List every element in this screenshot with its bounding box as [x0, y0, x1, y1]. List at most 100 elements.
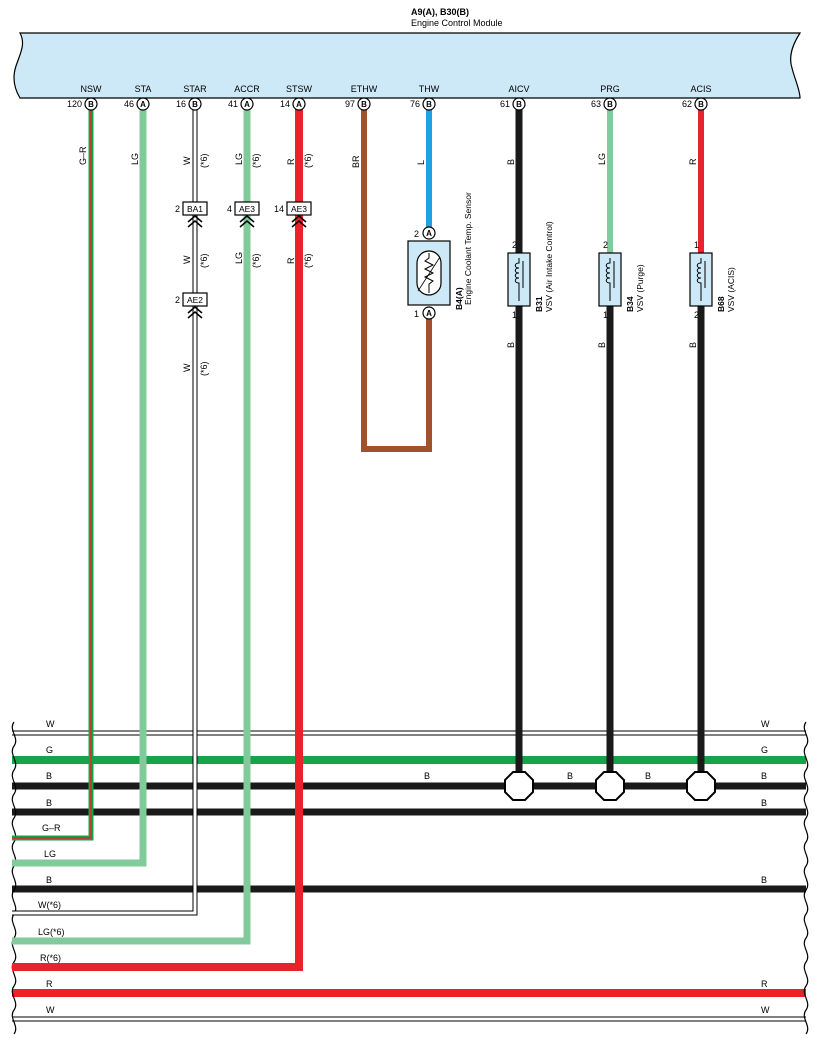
wire-ethw [361, 103, 432, 452]
vsv-acis: 1 2 B68 VSV (ACIS) [689, 240, 736, 320]
ecm-body [13, 32, 802, 99]
bus-label-lg6: LG(*6) [38, 927, 65, 937]
svg-text:14: 14 [280, 99, 290, 109]
vsv-acis-name: VSV (ACIS) [726, 267, 736, 312]
pin-aicv: 61 B [500, 97, 526, 111]
bus-label-w-top-left: W [46, 719, 55, 729]
wire-label-nsw: G–R [78, 146, 88, 165]
svg-text:120: 120 [67, 99, 82, 109]
svg-text:B: B [698, 100, 704, 109]
wire-note-star-2: (*6) [199, 253, 209, 268]
wire-star [12, 103, 198, 916]
wire-label-stsw-2: R [286, 257, 296, 264]
bus-label-b3-left: B [46, 875, 52, 885]
bus-label-r-right: R [761, 979, 768, 989]
svg-text:46: 46 [124, 99, 134, 109]
coolant-temp-sensor: 2 A 1 A B4(A) Engine Coolant Temp. Senso… [407, 192, 473, 320]
svg-text:B: B [88, 100, 94, 109]
pin-label-star: STAR [183, 84, 207, 94]
vsv-aicv-name: VSV (Air Intake Control) [544, 221, 554, 312]
wire-label-prg-2: B [597, 342, 607, 348]
svg-text:2: 2 [603, 240, 608, 250]
pin-label-sta: STA [135, 84, 152, 94]
svg-text:AE3: AE3 [239, 204, 255, 214]
svg-text:AE3: AE3 [291, 204, 307, 214]
pin-ethw: 97 B [345, 97, 371, 111]
bus-label-gr: G–R [42, 823, 61, 833]
svg-text:76: 76 [410, 99, 420, 109]
svg-text:4: 4 [227, 204, 232, 214]
bus-label-b1-right: B [761, 771, 767, 781]
svg-text:1: 1 [414, 309, 419, 319]
pin-label-stsw: STSW [286, 84, 313, 94]
svg-text:1: 1 [694, 240, 699, 250]
pin-accr: 41 A [228, 97, 254, 111]
wire-note-stsw-1: (*6) [303, 153, 313, 168]
connector-ae3-stsw: 14 AE3 [274, 201, 312, 228]
sensor-code: B4(A) [454, 287, 464, 310]
svg-text:2: 2 [694, 310, 699, 320]
svg-text:A: A [296, 100, 302, 109]
pin-sta: 46 A [124, 97, 150, 111]
pin-label-accr: ACCR [234, 84, 260, 94]
wire-label-star-3: W [182, 363, 192, 372]
svg-text:A: A [426, 309, 432, 318]
svg-text:2: 2 [175, 204, 180, 214]
svg-text:B: B [361, 100, 367, 109]
svg-text:16: 16 [176, 99, 186, 109]
pin-label-aicv: AICV [508, 84, 529, 94]
vsv-prg-code: B34 [625, 296, 635, 312]
svg-text:63: 63 [591, 99, 601, 109]
wire-label-stsw-1: R [286, 158, 296, 165]
bus-label-b1-mid: B [424, 771, 430, 781]
wire-label-accr-2: LG [234, 252, 244, 264]
wire-note-stsw-2: (*6) [303, 253, 313, 268]
bus-label-lg: LG [44, 849, 56, 859]
wire-label-thw: L [416, 160, 426, 165]
wire-label-aicv-1: B [506, 159, 516, 165]
svg-text:14: 14 [274, 204, 284, 214]
svg-text:1: 1 [512, 310, 517, 320]
pin-label-prg: PRG [600, 84, 620, 94]
wire-label-accr-1: LG [234, 153, 244, 165]
svg-text:97: 97 [345, 99, 355, 109]
wire-note-accr-1: (*6) [251, 153, 261, 168]
svg-text:A: A [426, 229, 432, 238]
svg-text:2: 2 [175, 295, 180, 305]
bus-label-w-bot-left: W [46, 1005, 55, 1015]
bus-label-b1-mid2: B [567, 771, 573, 781]
wire-label-star-2: W [182, 255, 192, 264]
vsv-acis-code: B68 [716, 296, 726, 312]
bus-label-w-bot-right: W [761, 1005, 770, 1015]
svg-text:2: 2 [512, 240, 517, 250]
connector-ae2: 2 AE2 [175, 292, 208, 319]
svg-text:1: 1 [603, 310, 608, 320]
bus-label-b2-left: B [46, 798, 52, 808]
pin-label-thw: THW [419, 84, 440, 94]
pin-label-acis: ACIS [690, 84, 711, 94]
svg-text:BA1: BA1 [187, 204, 203, 214]
svg-text:B: B [607, 100, 613, 109]
wire-accr [12, 103, 251, 945]
svg-text:B: B [192, 100, 198, 109]
pin-prg: 63 B [591, 97, 617, 111]
splice-points [504, 771, 716, 801]
svg-text:B: B [516, 100, 522, 109]
svg-text:2: 2 [414, 229, 419, 239]
wire-note-accr-2: (*6) [251, 253, 261, 268]
wire-label-aicv-2: B [506, 342, 516, 348]
svg-text:AE2: AE2 [187, 295, 203, 305]
wire-nsw [12, 103, 94, 841]
svg-text:B: B [426, 100, 432, 109]
bus-label-b1-mid3: B [645, 771, 651, 781]
bus-label-w6: W(*6) [38, 900, 61, 910]
wire-note-star-1: (*6) [199, 153, 209, 168]
svg-text:A: A [244, 100, 250, 109]
wire-label-acis-2: B [688, 342, 698, 348]
vsv-aicv-code: B31 [534, 296, 544, 312]
bus-label-g-left: G [46, 745, 53, 755]
bus-label-w-top-right: W [761, 719, 770, 729]
connector-ae3-accr: 4 AE3 [227, 201, 260, 228]
wire-label-star-1: W [182, 156, 192, 165]
